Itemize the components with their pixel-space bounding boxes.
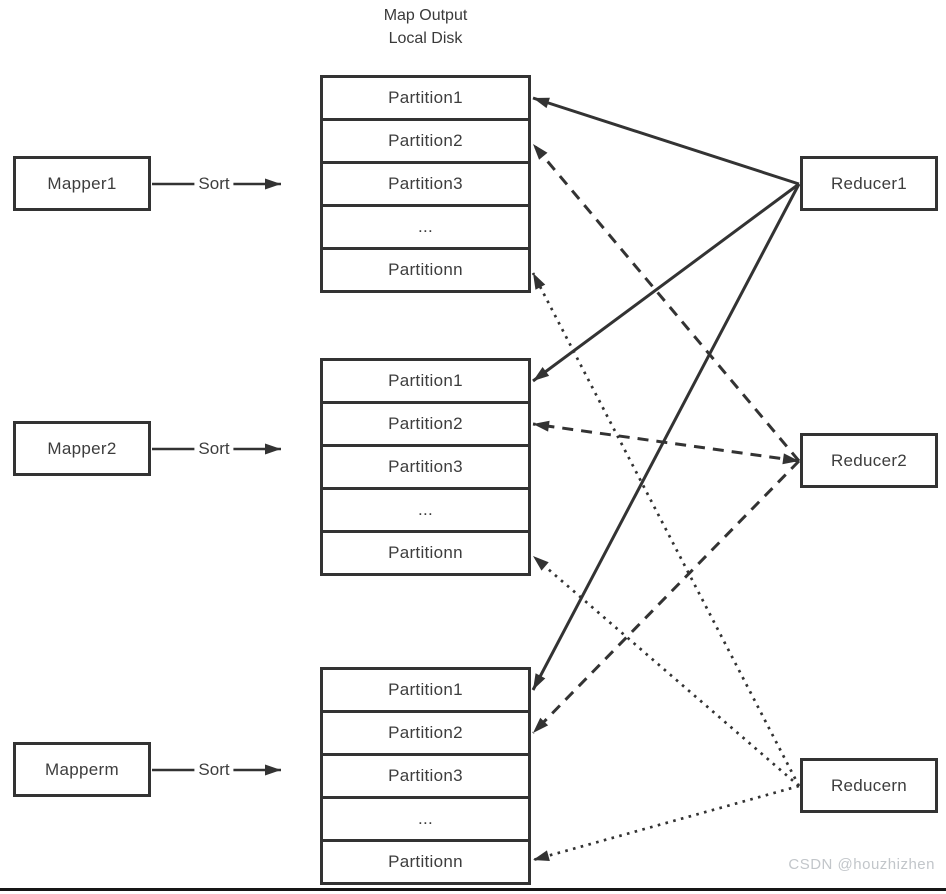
partition-row: Partition3 [323,164,528,207]
reducer2-box: Reducer2 [800,433,938,488]
partition-row: Partition2 [323,121,528,164]
sort-label-3: Sort [194,760,234,780]
mapper2-box: Mapper2 [13,421,151,476]
fetch-reducern-table3-partitionn [532,784,800,862]
partition-row: Partition2 [323,713,528,756]
diagram-title: Map Output Local Disk [320,4,531,50]
sort-label-2: Sort [194,439,234,459]
partition-row: Partitionn [323,842,528,882]
mapper1-box: Mapper1 [13,156,151,211]
reducer2-label: Reducer2 [830,450,908,470]
partition-table-2: Partition1 Partition2 Partition3 ... Par… [320,358,531,576]
fetch-reducer2-table3-partition2 [531,459,801,735]
watermark: CSDN @houzhizhen [788,856,935,873]
fetch-reducer1-table3-partition1 [531,183,801,691]
fetch-reducern-table2-partitionn [532,554,800,788]
partition-row: ... [323,490,528,533]
partition-row: Partition1 [323,78,528,121]
partition-row: Partition1 [323,670,528,713]
sort-label-1: Sort [194,174,234,194]
partition-table-3: Partition1 Partition2 Partition3 ... Par… [320,667,531,885]
partition-table-1: Partition1 Partition2 Partition3 ... Par… [320,75,531,293]
bottom-rule [0,888,946,891]
diagram-title-line2: Local Disk [388,30,463,47]
reducern-label: Reducern [830,775,908,795]
partition-row: Partition3 [323,756,528,799]
partition-row: Partitionn [323,250,528,290]
reducern-box: Reducern [800,758,938,813]
mapperm-box: Mapperm [13,742,151,797]
fetch-reducer1-table2-partition1 [532,182,800,383]
fetch-reducern-table1-partitionn [531,272,801,787]
partition-row: Partition2 [323,404,528,447]
mapper2-label: Mapper2 [47,438,117,458]
partition-row: ... [323,207,528,250]
reducer1-box: Reducer1 [800,156,938,211]
mapperm-label: Mapperm [45,759,119,779]
diagram-title-line1: Map Output [383,7,468,24]
partition-row: Partition3 [323,447,528,490]
partition-row: Partition1 [323,361,528,404]
reducer1-label: Reducer1 [830,173,908,193]
fetch-reducer2-table1-partition2 [531,143,801,462]
fetch-reducer2-table2-partition2 [532,420,800,465]
partition-row: ... [323,799,528,842]
partition-row: Partitionn [323,533,528,573]
fetch-reducer1-table1-partition1 [532,96,800,186]
mapper1-label: Mapper1 [47,173,117,193]
